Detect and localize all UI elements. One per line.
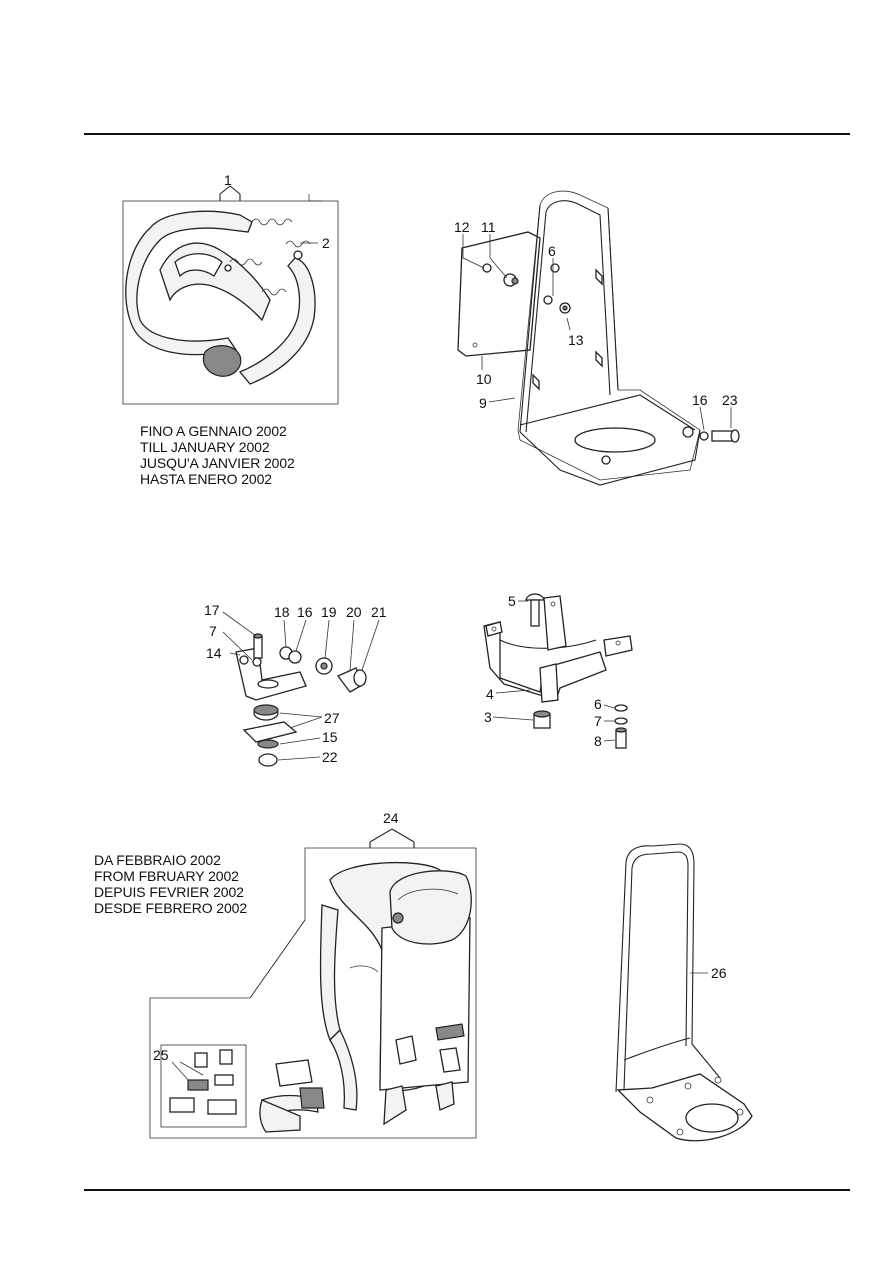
caption-till-line-fr: JUSQU'A JANVIER 2002 — [140, 455, 295, 471]
backpack-illustration — [149, 828, 477, 1139]
callout-17: 17 — [204, 602, 220, 618]
caption-from-line-en: FROM FBRUARY 2002 — [94, 868, 239, 884]
caption-till-line-it: FINO A GENNAIO 2002 — [140, 423, 287, 439]
callout-7-right: 7 — [594, 713, 602, 729]
callout-15: 15 — [322, 729, 338, 745]
callout-6-top: 6 — [548, 243, 556, 259]
callout-20: 20 — [346, 604, 362, 620]
callout-8: 8 — [594, 733, 602, 749]
caption-from-february-2002: DA FEBBRAIO 2002 FROM FBRUARY 2002 DEPUI… — [94, 852, 247, 916]
callout-16-top: 16 — [692, 392, 708, 408]
callout-19: 19 — [321, 604, 337, 620]
callout-23: 23 — [722, 392, 738, 408]
bottom-rule — [84, 1189, 850, 1191]
callout-14: 14 — [206, 645, 222, 661]
caption-till-line-en: TILL JANUARY 2002 — [140, 439, 270, 455]
caption-from-line-it: DA FEBBRAIO 2002 — [94, 852, 221, 868]
caption-from-line-es: DESDE FEBRERO 2002 — [94, 900, 248, 916]
callout-12: 12 — [454, 219, 470, 235]
callout-25: 25 — [153, 1047, 169, 1063]
callout-6-right: 6 — [594, 696, 602, 712]
caption-till-january-2002: FINO A GENNAIO 2002 TILL JANUARY 2002 JU… — [140, 423, 295, 487]
callout-1: 1 — [224, 172, 232, 188]
callout-13: 13 — [568, 332, 584, 348]
callout-27: 27 — [324, 710, 340, 726]
callout-24: 24 — [383, 810, 399, 826]
harness-illustration — [122, 185, 339, 405]
callout-5: 5 — [508, 593, 516, 609]
caption-from-line-fr: DEPUIS FEVRIER 2002 — [94, 884, 244, 900]
backplate-frame-illustration — [457, 190, 740, 486]
bracket-hardware-illustration — [222, 611, 380, 767]
caption-till-line-es: HASTA ENERO 2002 — [140, 471, 272, 487]
callout-11: 11 — [481, 219, 496, 235]
harness-frame-box — [122, 200, 339, 405]
callout-4: 4 — [486, 686, 494, 702]
callout-7-left: 7 — [209, 623, 217, 639]
callout-22: 22 — [322, 749, 338, 765]
top-rule — [84, 133, 850, 135]
callout-9: 9 — [479, 395, 487, 411]
callout-10: 10 — [476, 371, 492, 387]
callout-16-mid: 16 — [297, 604, 313, 620]
callout-3: 3 — [484, 709, 492, 725]
callout-2: 2 — [322, 235, 330, 251]
frame-26-illustration — [615, 843, 753, 1142]
callout-26: 26 — [711, 965, 727, 981]
cradle-bracket-illustration — [483, 593, 633, 749]
callout-18: 18 — [274, 604, 290, 620]
callout-21: 21 — [371, 604, 387, 620]
